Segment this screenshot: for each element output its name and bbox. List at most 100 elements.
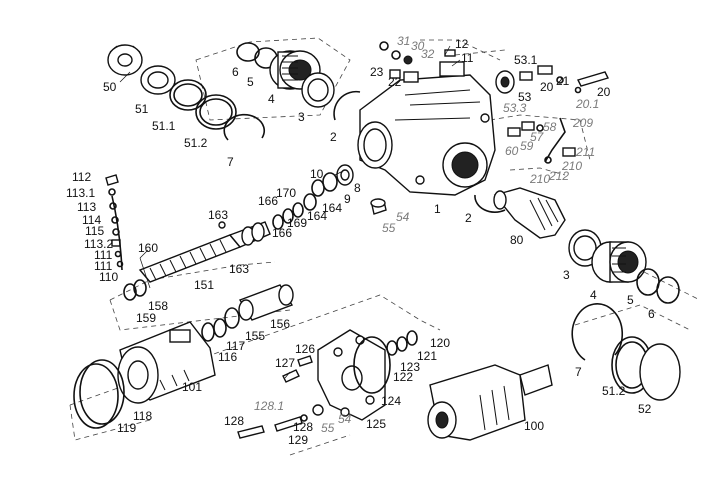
rings-5-6-right: [636, 268, 680, 304]
label-113: 113: [77, 200, 96, 214]
rings-116-117: [201, 318, 227, 342]
bearing-4-right: [591, 241, 647, 283]
o-ring-2-top: [333, 90, 361, 121]
label-30: 30: [411, 39, 425, 53]
dashed-group-lines: [69, 37, 701, 456]
vent-pipe-209: [507, 117, 576, 164]
part-labels: 12 11 31 30 32 23 22 50 51 51.1 51.2 7 6…: [66, 34, 655, 447]
housing-1: [357, 61, 496, 196]
label-164-a: 164: [322, 201, 342, 215]
label-151: 151: [194, 278, 214, 292]
label-155: 155: [245, 329, 265, 343]
label-210-a: 210: [561, 159, 582, 173]
label-210-b: 210: [529, 172, 550, 186]
label-163-a: 163: [208, 208, 228, 222]
label-11: 11: [461, 51, 474, 65]
label-7-a: 7: [227, 155, 234, 169]
bolts-126-127: [282, 355, 313, 383]
label-160: 160: [138, 241, 158, 255]
fittings-23-22-30-31-32: [379, 41, 456, 83]
label-127: 127: [275, 356, 295, 370]
plug-54-55-top: [370, 198, 387, 215]
label-22: 22: [388, 75, 402, 89]
seal-51-1: [169, 79, 207, 111]
label-32: 32: [421, 47, 435, 61]
label-60: 60: [505, 144, 519, 158]
label-1: 1: [434, 202, 441, 216]
label-6-a: 6: [232, 65, 239, 79]
label-5-a: 5: [247, 75, 254, 89]
label-54-b: 54: [338, 412, 352, 426]
label-4-a: 4: [268, 92, 275, 106]
label-54-a: 54: [396, 210, 410, 224]
label-101: 101: [182, 380, 202, 394]
cap-52: [639, 343, 681, 401]
label-2-b: 2: [465, 211, 472, 225]
seal-51: [140, 65, 176, 95]
worm-shaft-151: [138, 221, 271, 283]
label-52: 52: [638, 402, 652, 416]
label-170: 170: [276, 186, 296, 200]
label-3-b: 3: [563, 268, 570, 282]
label-128-1: 128.1: [254, 399, 284, 413]
o-ring-124: [353, 336, 391, 394]
label-114: 114: [82, 213, 101, 227]
label-51-1-a: 51.1: [152, 119, 176, 133]
label-110: 110: [99, 270, 118, 284]
leader-lines: [119, 45, 461, 379]
snap-ring-7-bottom: [571, 303, 624, 361]
label-53-3: 53.3: [503, 101, 527, 115]
label-117: 117: [226, 339, 245, 353]
label-20-a: 20: [540, 80, 554, 94]
label-111-a: 111: [94, 248, 113, 262]
label-100: 100: [524, 419, 544, 433]
label-3-a: 3: [298, 110, 305, 124]
label-156: 156: [270, 317, 290, 331]
label-21: 21: [556, 74, 570, 88]
sector-shaft-80: [493, 187, 566, 239]
rings-158-159: [123, 279, 147, 301]
label-124: 124: [381, 394, 401, 408]
label-6-b: 6: [648, 307, 655, 321]
valve-pin-160: [139, 257, 151, 289]
nut-50: [107, 44, 143, 76]
label-209: 209: [572, 116, 593, 130]
label-118: 118: [133, 409, 152, 423]
label-55-b: 55: [321, 421, 335, 435]
label-126: 126: [295, 342, 315, 356]
label-128-a: 128: [224, 414, 244, 428]
label-53: 53: [518, 90, 532, 104]
label-120: 120: [430, 336, 450, 350]
label-9: 9: [344, 192, 351, 206]
cylinder-housing-101: [117, 321, 216, 404]
label-113-1: 113.1: [66, 186, 95, 200]
label-113-2: 113.2: [84, 237, 113, 251]
label-51-a: 51: [135, 102, 149, 116]
small-seals-120-123: [386, 330, 418, 356]
pin-163: [218, 221, 226, 229]
label-20-1: 20.1: [575, 97, 599, 111]
label-50: 50: [103, 80, 117, 94]
label-125: 125: [366, 417, 386, 431]
label-80: 80: [510, 233, 524, 247]
seal-3-top: [301, 72, 335, 108]
label-57: 57: [530, 130, 545, 144]
label-121: 121: [417, 349, 437, 363]
label-115: 115: [85, 224, 104, 238]
label-4-b: 4: [590, 288, 597, 302]
fittings-53-21-20: [495, 65, 609, 94]
label-164-b: 164: [307, 209, 327, 223]
label-5-b: 5: [627, 293, 634, 307]
label-8: 8: [354, 181, 361, 195]
label-23: 23: [370, 65, 384, 79]
label-128-b: 128: [293, 420, 313, 434]
label-119: 119: [117, 421, 136, 435]
label-166-b: 166: [272, 226, 292, 240]
cover-125: [317, 329, 386, 421]
label-116: 116: [218, 350, 237, 364]
label-20-b: 20: [597, 85, 611, 99]
label-169: 169: [287, 216, 307, 230]
label-123: 123: [400, 360, 420, 374]
label-51-2-b: 51.2: [602, 384, 626, 398]
